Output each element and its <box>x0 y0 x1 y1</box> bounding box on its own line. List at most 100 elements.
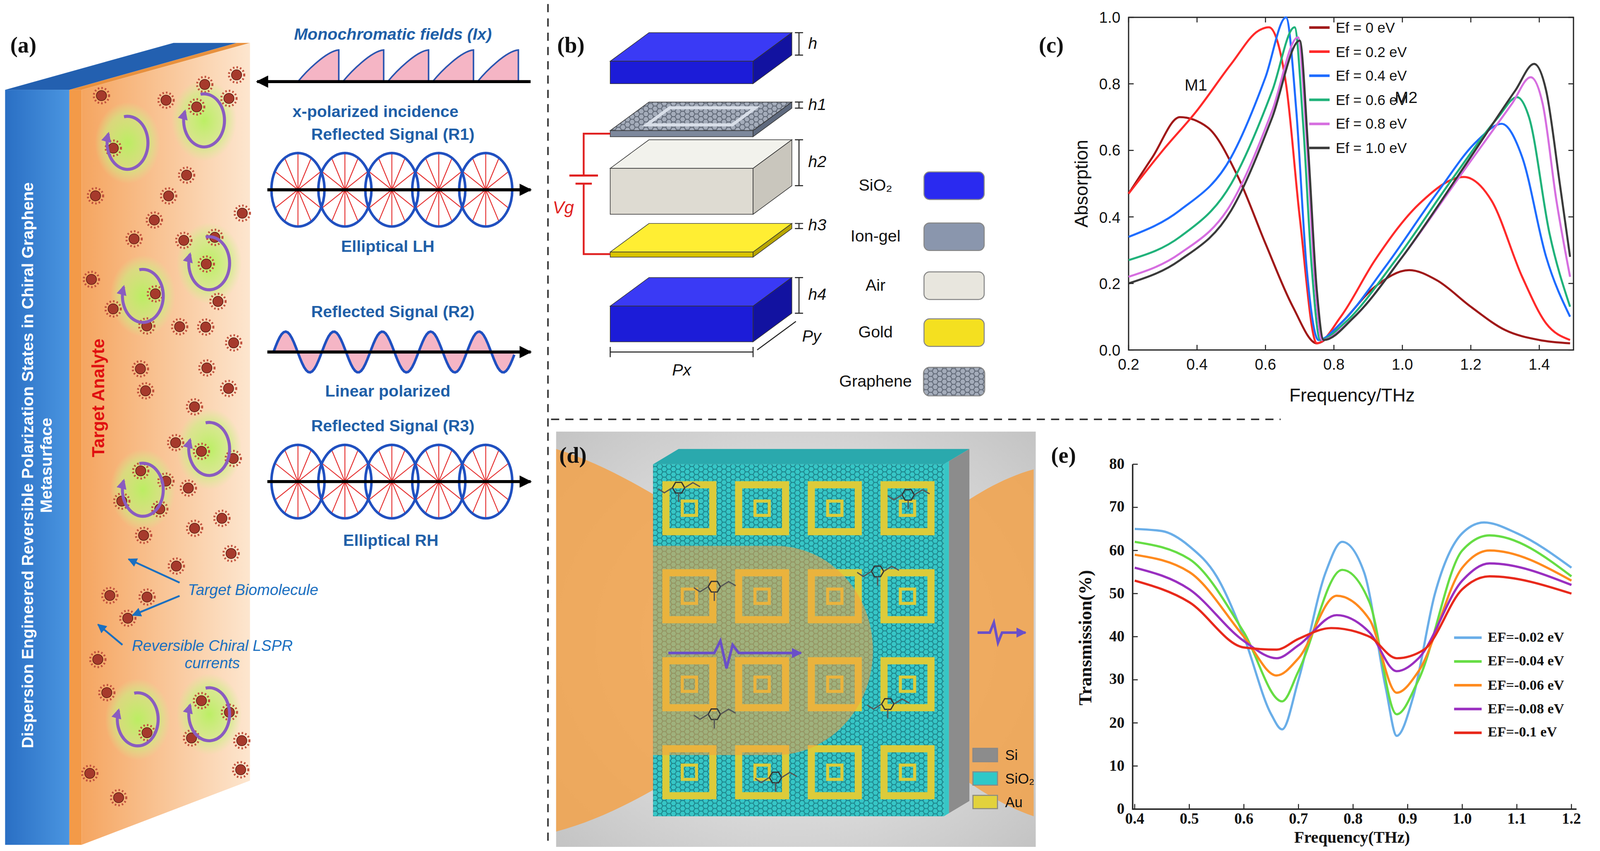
panel-divider <box>550 418 1281 421</box>
tick-mark <box>1298 803 1299 809</box>
elliptical-wave <box>344 481 346 519</box>
legend-label: Ef = 0.4 eV <box>1335 67 1407 84</box>
legend-swatch <box>923 367 985 396</box>
incident-wave <box>477 50 519 82</box>
tick-mark <box>1132 722 1138 724</box>
virus-particle <box>133 463 149 479</box>
sensor-illustration <box>949 449 970 814</box>
elliptical-wave <box>425 157 439 190</box>
tick-label: 0.5 <box>1179 810 1199 829</box>
virus-particle <box>234 205 250 221</box>
virus-particle <box>84 768 96 779</box>
tick-label: 1.1 <box>1507 810 1527 829</box>
tick-mark <box>1132 593 1138 594</box>
virus-particle <box>149 215 160 226</box>
ion-gel-layer <box>610 102 792 137</box>
drawn-art <box>82 17 1577 847</box>
virus-particle <box>96 90 107 101</box>
elliptical-wave <box>267 444 531 519</box>
virus-particle <box>138 530 149 541</box>
legend-label: Au <box>1004 794 1023 811</box>
virus-particle <box>201 362 213 374</box>
virus-particle <box>135 363 146 375</box>
leader-line <box>98 624 123 645</box>
elliptical-wave <box>472 449 486 482</box>
legend-label: Graphene <box>839 372 912 391</box>
plasmon-glow <box>94 102 161 184</box>
virus-particle <box>139 589 155 605</box>
virus-particle <box>188 99 205 115</box>
virus-particle <box>198 319 214 335</box>
virus-particle <box>168 558 185 574</box>
virus-particle <box>99 685 115 701</box>
panel-label: (c) <box>1038 31 1064 58</box>
annotation: Reflected Signal (R2) <box>311 302 475 322</box>
panel-divider <box>547 4 1281 847</box>
sensor-illustration <box>755 765 770 780</box>
virus-particle <box>234 733 250 749</box>
virus-particle <box>179 167 195 183</box>
tick-mark <box>1188 803 1190 809</box>
virus-particle <box>160 188 177 204</box>
elliptical-wave <box>284 449 298 482</box>
virus-particle <box>147 286 163 302</box>
elliptical-wave <box>391 481 393 519</box>
sensor-illustration <box>738 748 786 797</box>
chiral-current-loop <box>188 687 230 741</box>
tick-mark <box>1265 17 1266 350</box>
sensor-illustration <box>811 748 859 797</box>
tick-mark <box>1128 349 1574 351</box>
elliptical-wave <box>438 481 440 519</box>
tick-label: 60 <box>1109 541 1125 560</box>
tick-label: 1.0 <box>1452 810 1472 829</box>
spectrum-curve <box>1128 40 1571 340</box>
legend-label: Ef = 0 eV <box>1335 19 1395 36</box>
legend-label: Ef = 1.0 eV <box>1335 139 1407 157</box>
virus-particle <box>122 613 134 624</box>
legend-label: EF=-0.08 eV <box>1487 700 1565 718</box>
transmission-chart <box>1132 464 1577 810</box>
virus-particle <box>189 523 200 534</box>
virus-particle <box>189 401 200 413</box>
spectrum-curve <box>1134 563 1572 672</box>
sensor-illustration <box>900 501 915 516</box>
virus-particle <box>102 588 118 604</box>
virus-particle <box>135 465 146 476</box>
virus-particle <box>193 443 210 460</box>
dimension-mark <box>794 139 804 186</box>
virus-particle <box>220 380 237 397</box>
legend-label: EF=-0.04 eV <box>1487 653 1565 670</box>
virus-particle <box>136 527 152 543</box>
annotation: Monochromatic fields (Ix) <box>294 25 492 44</box>
virus-particle <box>158 92 174 108</box>
plasmon-glow <box>176 673 242 756</box>
leader-line <box>132 595 180 616</box>
virus-particle <box>139 589 155 605</box>
tick-label: 0.2 <box>1117 355 1139 374</box>
virus-particle <box>229 67 245 83</box>
virus-particle <box>158 92 174 108</box>
sensor-illustration <box>900 589 915 604</box>
virus-particle <box>138 383 154 399</box>
virus-particle <box>223 93 235 104</box>
dimension-mark <box>610 346 754 358</box>
virus-particle <box>180 480 197 496</box>
virus-particle <box>167 435 184 451</box>
spectrum-curve <box>1128 17 1571 340</box>
virus-particle <box>229 67 245 83</box>
virus-particle <box>198 319 214 335</box>
virus-particle <box>132 361 149 377</box>
virus-particle <box>138 383 154 399</box>
virus-particle <box>193 693 210 709</box>
panel-label: (b) <box>557 31 585 58</box>
incident-wave <box>387 50 429 82</box>
virus-particle <box>90 190 101 201</box>
tick-mark <box>1538 17 1540 350</box>
sio2-layer <box>610 32 792 84</box>
chiral-current-loop <box>122 269 164 323</box>
elliptical-wave <box>344 189 346 227</box>
virus-particle <box>133 463 149 479</box>
virus-particle <box>235 764 247 775</box>
spectrum-curve <box>1134 576 1572 659</box>
axis-title: Frequency(THz) <box>1293 828 1410 847</box>
